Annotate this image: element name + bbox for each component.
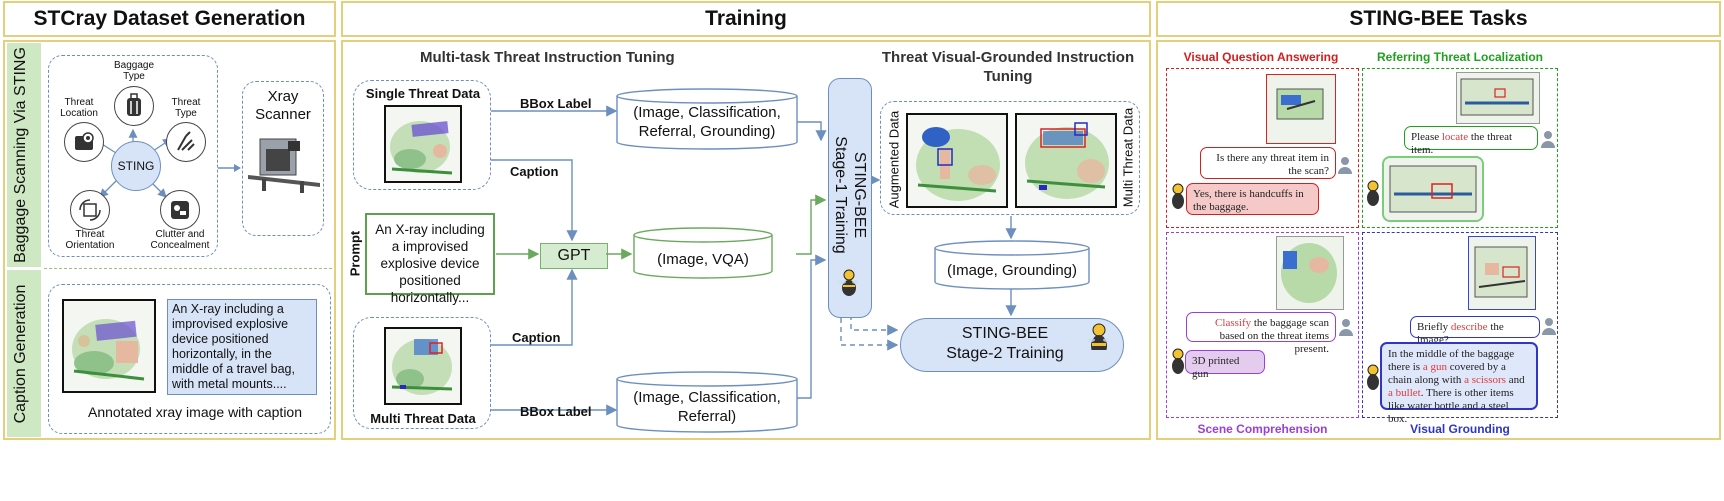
bee-mascot-icon-2 — [1088, 323, 1108, 350]
bee-mascot-icon-4 — [1367, 180, 1379, 206]
xray-scanner-label: Xray Scanner — [255, 88, 311, 123]
vqa-answer: Yes, there is handcuffs in the baggage. — [1186, 183, 1319, 215]
user-avatar-icon — [1338, 157, 1352, 174]
cylinder-grounding — [934, 240, 1090, 290]
user-avatar-icon-3 — [1339, 319, 1353, 336]
caption-label-top: Caption — [510, 164, 559, 179]
scene-comprehension-box — [1166, 232, 1359, 418]
scene-comprehension-question: Classify the baggage scan based on the t… — [1186, 312, 1336, 355]
cylinder-classification-grounding — [616, 88, 798, 150]
side-label-baggage-scanning: Baggage Scanning Via STING — [12, 47, 29, 263]
rtl-title: Referring Threat Localization — [1376, 50, 1544, 64]
threat-type-icon — [166, 122, 206, 162]
prompt-text: An X-ray including a improvised explosiv… — [375, 222, 485, 305]
threat-location-icon — [64, 122, 104, 162]
xray-scanner-machine-icon — [248, 138, 320, 193]
caption-label-bottom: Caption — [512, 330, 561, 345]
annotated-caption-label: Annotated xray image with caption — [87, 404, 302, 420]
sting-hub: STING — [111, 141, 161, 191]
stage1-box — [828, 78, 872, 318]
clutter-icon — [160, 190, 200, 230]
single-threat-label: Single Threat Data — [365, 86, 481, 101]
user-avatar-icon-2 — [1541, 131, 1555, 148]
multi-threat-image — [384, 327, 462, 405]
bee-mascot-icon-6 — [1367, 364, 1379, 390]
annotated-xray-image — [62, 299, 156, 393]
stage2-label: STING-BEE Stage-2 Training — [946, 325, 1064, 362]
threat-type-label: Threat Type — [171, 97, 201, 119]
visual-grounding-question: Briefly describe the image? — [1410, 316, 1540, 346]
augmented-data-label: Augmented Data — [886, 110, 902, 209]
prompt-box: An X-ray including a improvised explosiv… — [365, 213, 495, 305]
visual-grounding-answer: In the middle of the baggage there is a … — [1380, 342, 1538, 425]
sting-factors-box — [48, 55, 218, 257]
stage2-box — [900, 318, 1124, 372]
baggage-type-label: Baggage Type — [113, 60, 155, 82]
side-label-caption-generation: Caption Generation — [12, 284, 29, 424]
rtl-box — [1362, 68, 1558, 228]
visual-grounding-box — [1362, 232, 1558, 418]
cylinder-vqa-label: (Image, VQA) — [657, 251, 749, 268]
scene-comprehension-title: Scene Comprehension — [1197, 422, 1328, 436]
augmented-image — [906, 113, 1008, 208]
gpt-box: GPT — [540, 243, 608, 269]
bee-mascot-icon-5 — [1172, 348, 1184, 374]
caption-note-text: An X-ray including a improvised explosiv… — [172, 302, 295, 391]
clutter-label: Clutter and Concealment — [150, 229, 210, 251]
left-panel-title: STCray Dataset Generation — [3, 1, 336, 37]
side-label-bg-bottom — [7, 270, 41, 437]
vqa-box — [1166, 68, 1359, 228]
multi-threat-label: Multi Threat Data — [370, 411, 476, 426]
stage1-label: STING-BEE Stage-1 Training — [832, 136, 868, 254]
single-threat-box — [353, 80, 491, 190]
arrow-to-scanner — [218, 164, 241, 172]
training-panel-title: Training — [341, 1, 1151, 37]
multi-threat-data-label: Multi Threat Data — [1120, 107, 1136, 208]
caption-generation-box — [48, 284, 331, 434]
threat-orientation-label: Threat Orientation — [65, 229, 115, 251]
bee-mascot-icon — [838, 269, 858, 296]
bbox-label-top: BBox Label — [520, 96, 592, 111]
bbox-label-bottom: BBox Label — [520, 404, 592, 419]
vqa-question: Is there any threat item in the scan? — [1200, 147, 1336, 179]
multi-threat-box — [353, 317, 491, 429]
threat-orientation-icon — [70, 190, 110, 230]
rtl-question: Please locate the threat item. — [1404, 126, 1538, 156]
multi-task-title: Multi-task Threat Instruction Tuning — [420, 49, 675, 66]
visual-grounding-title: Visual Grounding — [1410, 422, 1510, 436]
user-avatar-icon-4 — [1542, 318, 1556, 335]
bee-mascot-icon-3 — [1172, 183, 1184, 209]
rtl-image-top — [1456, 72, 1540, 124]
cylinder-bottom-label: (Image, Classification, Referral) — [633, 389, 781, 425]
xray-scanner-box — [242, 81, 324, 236]
baggage-type-icon — [114, 86, 154, 126]
scene-comprehension-image — [1276, 236, 1344, 310]
vqa-image — [1266, 74, 1336, 144]
cylinder-grounding-label: (Image, Grounding) — [946, 262, 1078, 279]
vqa-title: Visual Question Answering — [1183, 50, 1339, 64]
visual-grounded-title: Threat Visual-Grounded Instruction Tunin… — [881, 49, 1135, 85]
single-threat-image — [384, 105, 462, 183]
multi-threat-grounded-image — [1015, 113, 1117, 208]
scene-comprehension-answer: 3D printed gun — [1185, 350, 1265, 380]
visual-grounding-image — [1468, 236, 1536, 310]
left-divider — [44, 268, 332, 269]
tasks-panel-title: STING-BEE Tasks — [1156, 1, 1721, 37]
rtl-image-bottom — [1382, 156, 1484, 222]
cylinder-vqa — [633, 227, 773, 279]
visual-grounded-data-box — [880, 101, 1140, 215]
cylinder-classification-referral — [616, 371, 798, 433]
cylinder-top-label: (Image, Classification, Referral, Ground… — [633, 104, 781, 140]
side-label-bg-top — [7, 43, 41, 267]
caption-note: An X-ray including a improvised explosiv… — [167, 299, 317, 395]
threat-location-label: Threat Location — [60, 97, 98, 119]
